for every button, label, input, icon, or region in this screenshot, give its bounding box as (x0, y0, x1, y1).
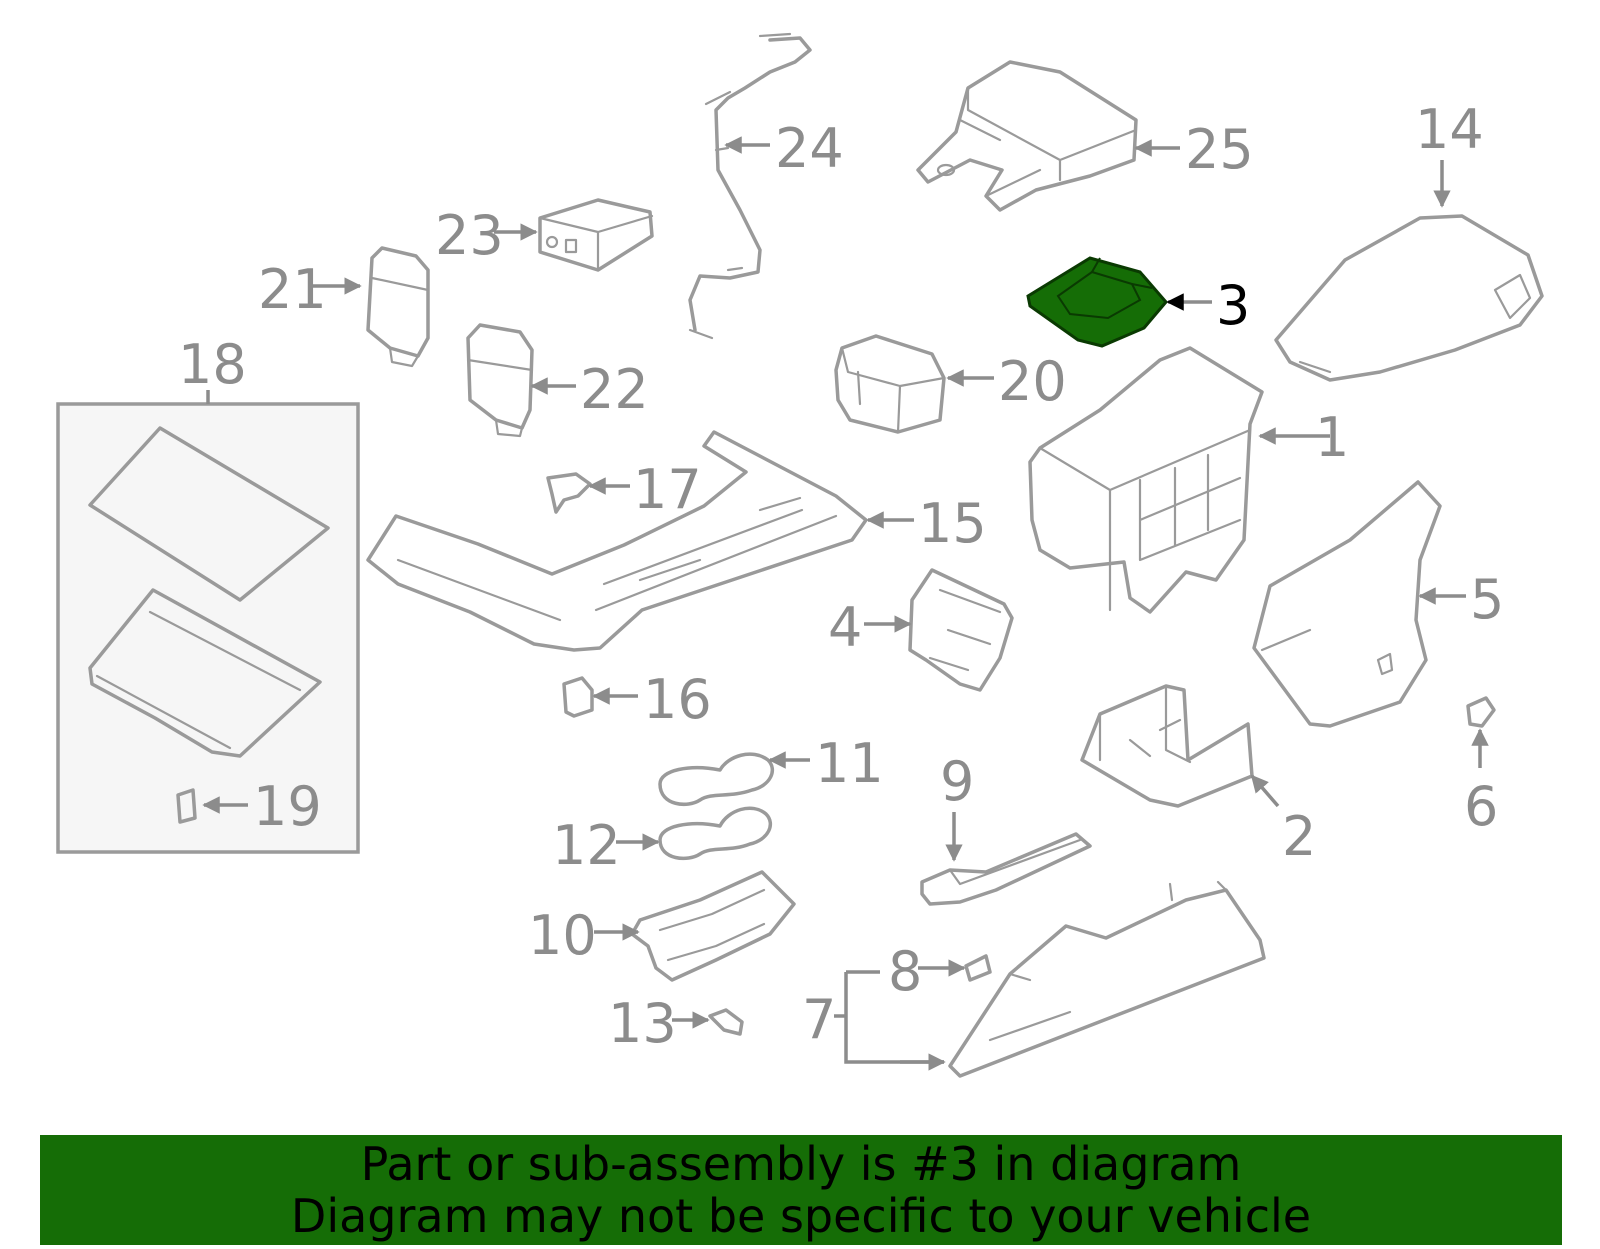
part-8-clip (964, 954, 992, 982)
callout-18: 18 (178, 333, 247, 396)
callout-11: 11 (815, 732, 884, 795)
part-17-clip (546, 472, 592, 514)
part-11-mat (658, 752, 774, 807)
callout-25: 25 (1185, 118, 1254, 181)
parts-diagram: 18 19 21 22 23 24 25 14 3 20 1 (56, 32, 1544, 1078)
banner-line-2: Diagram may not be specific to your vehi… (290, 1189, 1312, 1243)
callout-22: 22 (580, 358, 649, 421)
part-7-side-cover (948, 888, 1266, 1078)
part-10-cup-holder (630, 870, 796, 982)
part-9-strip (920, 832, 1092, 906)
part-15-trim-panel (366, 430, 868, 652)
group-18-box (56, 402, 360, 854)
part-16-clip (562, 676, 594, 718)
callout-24: 24 (775, 117, 844, 180)
part-21-switch (366, 246, 430, 358)
callout-9: 9 (940, 750, 974, 813)
part-23-usb-port (538, 198, 654, 272)
banner-line-1: Part or sub-assembly is #3 in diagram (360, 1137, 1242, 1191)
part-20-bracket (834, 334, 946, 434)
part-1-console-body (1028, 346, 1264, 614)
part-3-storage-tray (1026, 256, 1168, 348)
callout-7: 7 (802, 988, 836, 1051)
callout-23: 23 (435, 204, 504, 267)
part-6-plug (1466, 696, 1496, 728)
callout-8: 8 (888, 940, 922, 1003)
part-18-lid (88, 426, 330, 602)
part-24-cable (688, 36, 812, 332)
callout-17: 17 (633, 458, 702, 521)
part-25-bracket (916, 60, 1138, 212)
info-banner: Part or sub-assembly is #3 in diagram Di… (40, 1135, 1562, 1245)
part-22-switch (466, 323, 534, 430)
callout-19: 19 (253, 775, 322, 838)
part-14-armrest-lid (1274, 214, 1544, 382)
part-18-tray (88, 588, 322, 758)
callout-20: 20 (998, 350, 1067, 413)
part-4-bracket (908, 568, 1014, 692)
callout-5: 5 (1470, 568, 1504, 631)
callout-1: 1 (1315, 406, 1349, 469)
callout-13: 13 (608, 992, 677, 1055)
part-2-bracket (1080, 684, 1254, 808)
callout-12: 12 (552, 814, 621, 877)
callout-4: 4 (828, 596, 862, 659)
callout-6: 6 (1464, 775, 1498, 838)
part-5-side-panel (1252, 480, 1442, 728)
callout-15: 15 (918, 492, 987, 555)
callout-14: 14 (1415, 98, 1484, 161)
part-12-mat (658, 806, 772, 861)
callout-21: 21 (258, 258, 327, 321)
part-19-clip (176, 788, 197, 824)
callout-16: 16 (643, 668, 712, 731)
part-13-bulb (708, 1008, 744, 1036)
callout-10: 10 (528, 904, 597, 967)
callout-3: 3 (1216, 274, 1250, 337)
callout-2: 2 (1282, 805, 1316, 868)
